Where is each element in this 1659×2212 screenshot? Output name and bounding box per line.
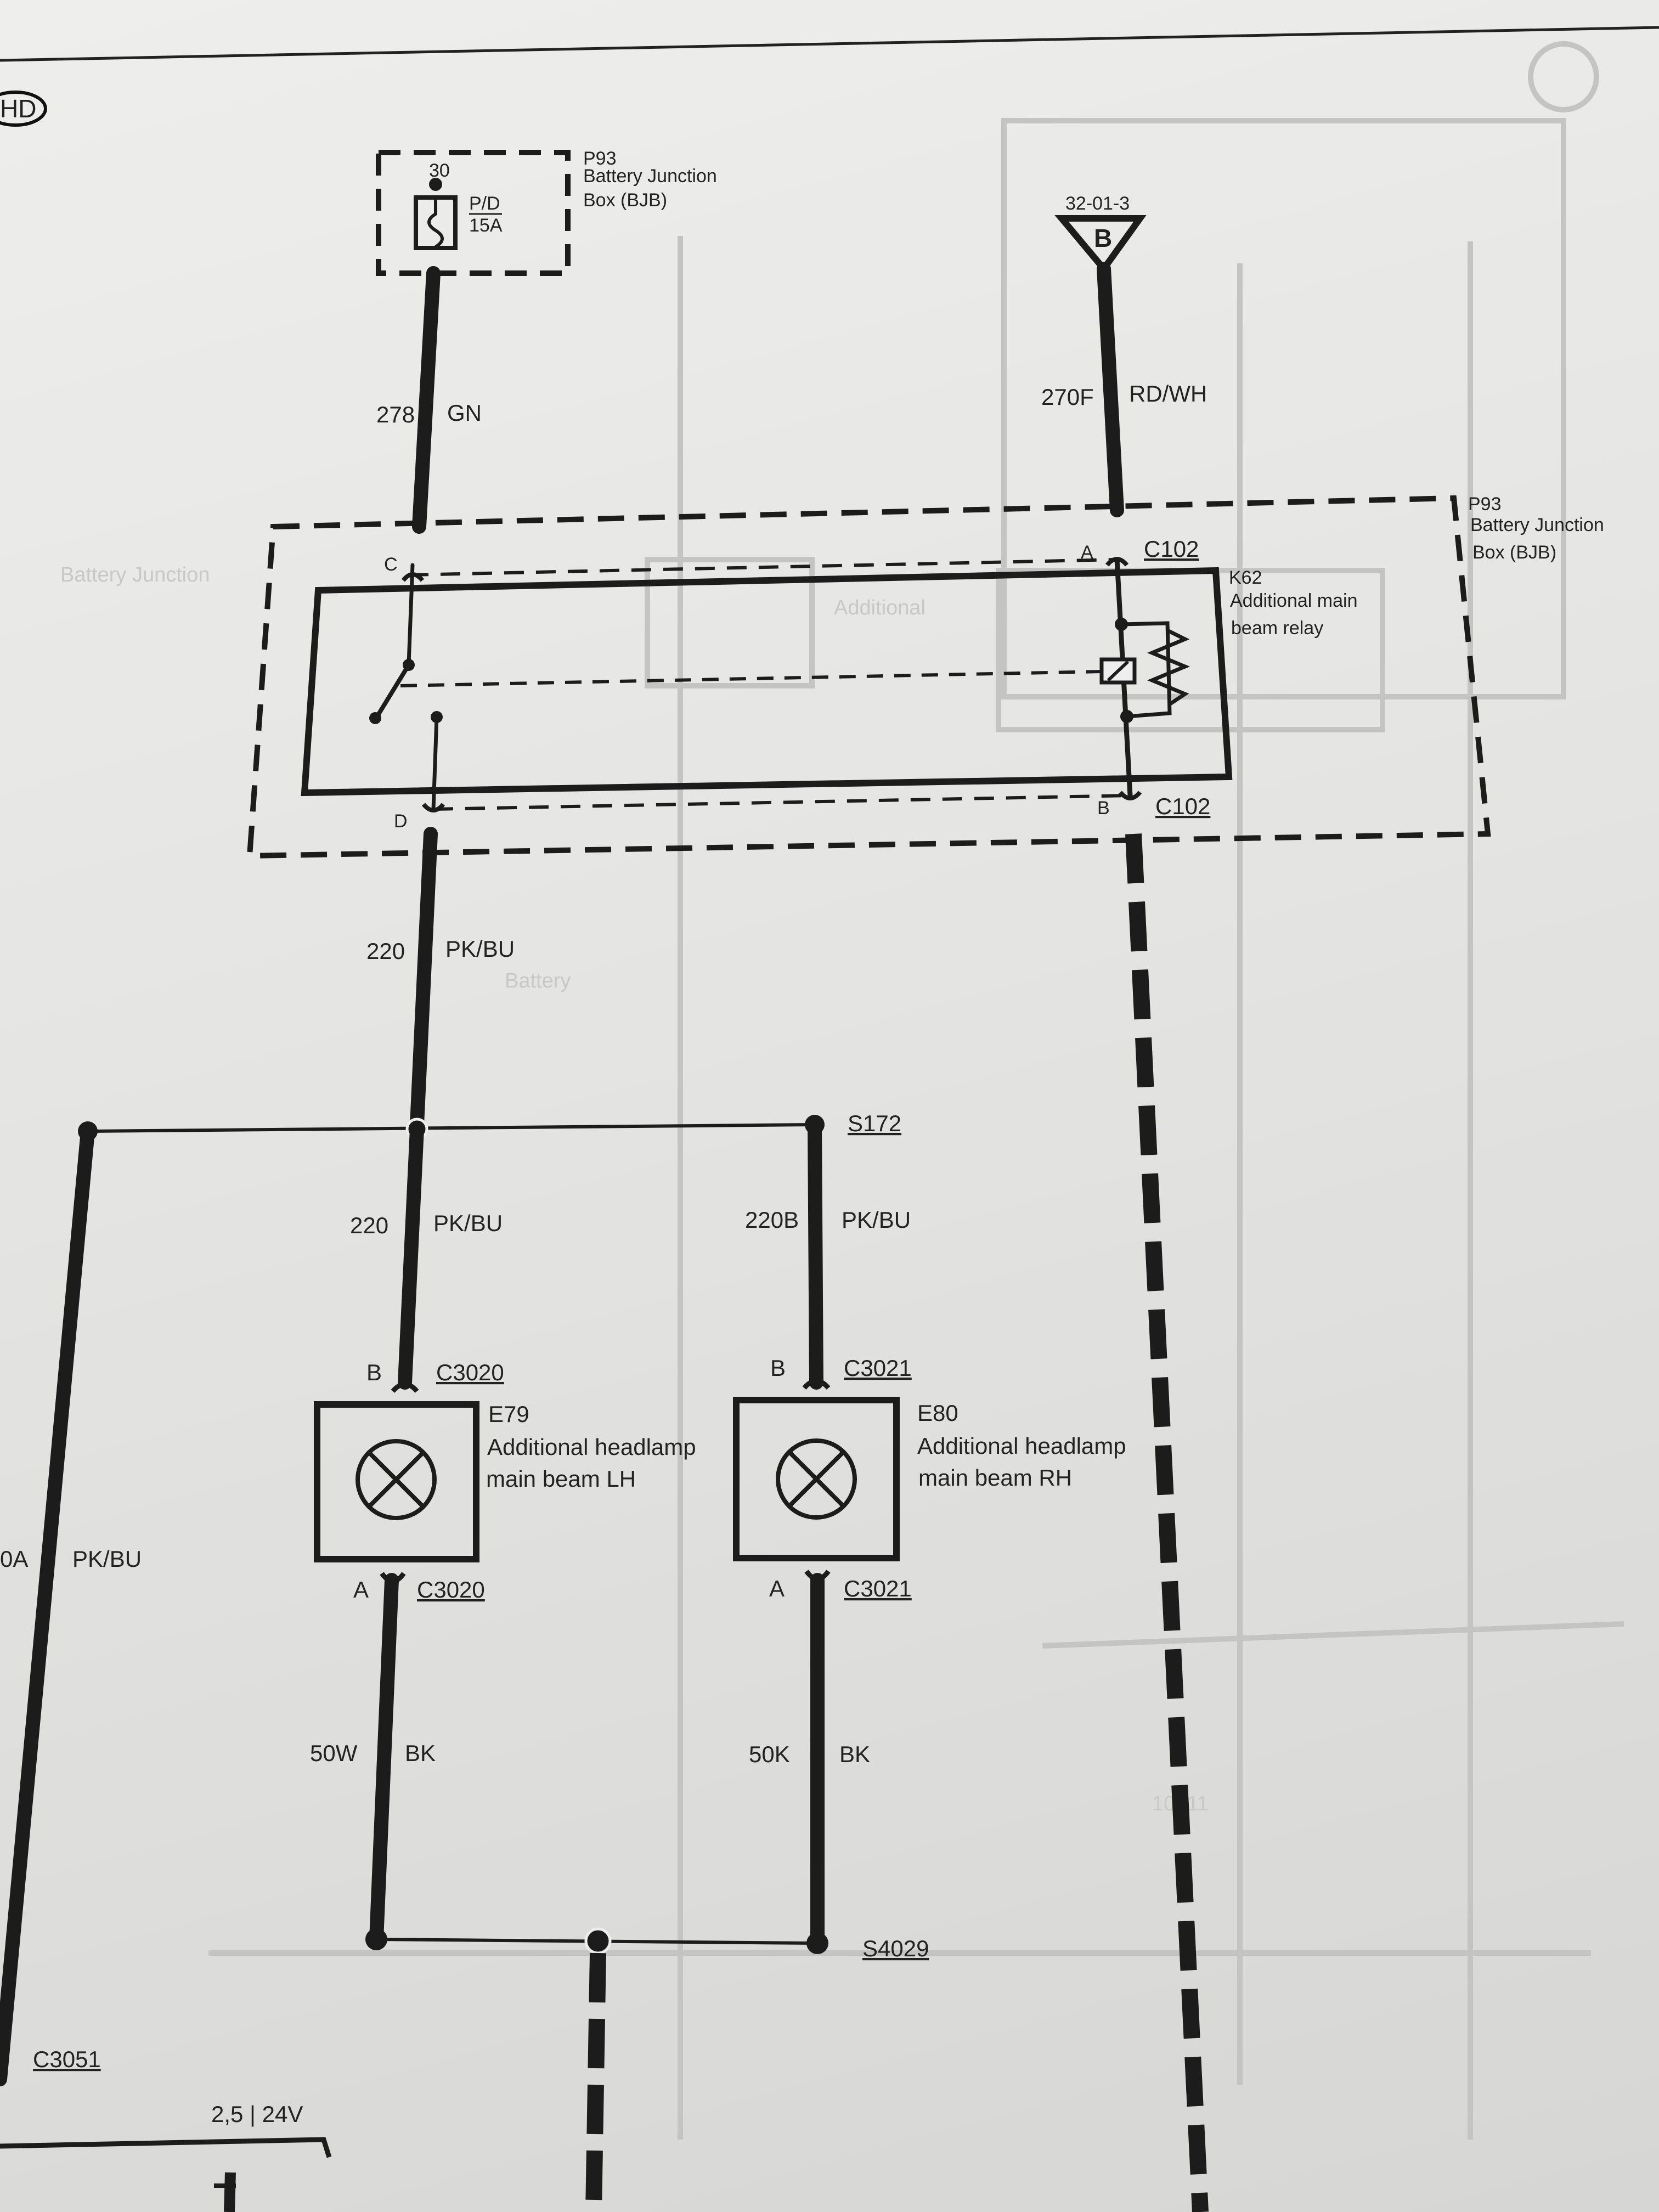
wire-220b-color: PK/BU — [842, 1207, 911, 1233]
lamp-lh-connector-bottom: C3020 — [417, 1577, 485, 1602]
svg-text:Battery Junction: Battery Junction — [60, 563, 210, 586]
lamp-rh-name-2: main beam RH — [918, 1465, 1072, 1491]
fuse-box-outline — [376, 150, 571, 276]
wire-right-dashed — [1125, 833, 1209, 2212]
wire-220-top-color: PK/BU — [445, 936, 515, 962]
bjb-right-name-2: Box (BJB) — [1472, 542, 1556, 563]
lamp-lh-pin-bottom: A — [353, 1577, 369, 1602]
lamp-lh-pin-top: B — [366, 1359, 382, 1385]
lamp-lh-ref: E79 — [488, 1401, 529, 1427]
wire-278 — [412, 266, 441, 534]
page-top-rule — [0, 26, 1659, 62]
ground-bus-dot-s4029 — [806, 1932, 828, 1954]
svg-text:Battery: Battery — [505, 969, 571, 992]
wire-220-top-circuit: 220 — [366, 938, 405, 964]
ground-letter: B — [1094, 224, 1112, 252]
fuse-element-icon — [427, 199, 444, 249]
lamp-rh-ref: E80 — [917, 1400, 958, 1426]
relay-coil-icon — [1147, 629, 1190, 707]
relay-connector-top: C102 — [1144, 536, 1199, 562]
wire-278-circuit: 278 — [376, 402, 415, 427]
ground-bus-dot-mid — [584, 1927, 612, 1955]
lamp-rh-name-1: Additional headlamp — [917, 1433, 1126, 1459]
wire-220-top — [410, 827, 438, 1132]
ground-triangle-icon — [1054, 215, 1147, 274]
wire-220b — [808, 1118, 823, 1390]
relay-outline — [301, 567, 1233, 797]
fuse-pin-label: 30 — [429, 160, 450, 181]
bleed-through: Battery Junction Additional Battery 1001… — [60, 41, 1624, 2140]
lamp-rh-pin-bottom: A — [769, 1576, 785, 1601]
relay-pin-a: A — [1081, 542, 1093, 563]
wire-50w-circuit: 50W — [310, 1740, 358, 1766]
wire-220b-circuit: 220B — [745, 1207, 799, 1233]
wire-220-mid-circuit: 220 — [350, 1212, 388, 1238]
lamp-rh-bulb-icon — [776, 1438, 857, 1520]
splice-s4029: S4029 — [862, 1936, 929, 1961]
bjb-right-ref: P93 — [1468, 494, 1502, 515]
relay-k62: C A C102 D B C102 K62 Additional main be… — [301, 536, 1357, 832]
wire-278-color: GN — [447, 400, 482, 426]
wire-50w — [369, 1573, 399, 1946]
wire-left-circuit: 0A — [0, 1546, 28, 1572]
lamp-rh-e80: B C3021 A C3021 E80 Additional headlamp … — [733, 1355, 1126, 1601]
fuse-box-ref: P93 — [583, 148, 617, 169]
relay-switch-icon — [375, 663, 411, 718]
wire-left — [0, 1124, 95, 2086]
ground-bus-dot-left — [365, 1928, 387, 1950]
relay-pin-c: C — [384, 554, 398, 575]
splice-bus — [87, 1123, 815, 1133]
relay-name-2: beam relay — [1231, 618, 1323, 639]
relay-ref: K62 — [1229, 567, 1262, 588]
lamp-lh-bulb-icon — [356, 1439, 437, 1520]
rating-label: 2,5 | 24V — [211, 2101, 303, 2127]
fuse-name: P/D — [469, 193, 500, 214]
svg-text:Additional: Additional — [834, 596, 926, 619]
splice-s172: S172 — [848, 1110, 901, 1136]
wire-left-color: PK/BU — [72, 1546, 142, 1572]
fuse-rating: 15A — [469, 215, 503, 236]
hd-logo-badge — [0, 91, 47, 127]
fuse-icon — [414, 195, 458, 250]
relay-pin-d: D — [394, 811, 408, 832]
fuse-box-top: 30 P/D 15A P93 Battery Junction Box (BJB… — [376, 148, 717, 276]
fuse-pin-dot — [429, 178, 442, 191]
ground-ref: 32-01-3 — [1065, 193, 1130, 214]
lamp-rh-connector-bottom: C3021 — [844, 1576, 912, 1601]
lamp-rh-pin-top: B — [770, 1355, 786, 1381]
wire-220-mid-color: PK/BU — [433, 1210, 503, 1236]
lamp-rh-outline — [733, 1397, 900, 1561]
relay-name-1: Additional main — [1230, 590, 1357, 611]
wire-50w-color: BK — [405, 1740, 436, 1766]
wire-ground-dashed — [585, 1953, 606, 2212]
wire-50k-color: BK — [839, 1741, 870, 1767]
bjb-right-name-1: Battery Junction — [1470, 515, 1604, 535]
relay-connector-bottom: C102 — [1155, 793, 1210, 819]
ground-symbol: 32-01-3 B — [1054, 193, 1147, 274]
lamp-lh-e79: B C3020 A C3020 E79 Additional headlamp … — [314, 1359, 696, 1602]
relay-pin-b: B — [1097, 798, 1110, 819]
fuse-box-name-1: Battery Junction — [583, 166, 717, 187]
lamp-rh-connector-top: C3021 — [844, 1355, 912, 1381]
wire-270f-circuit: 270F — [1041, 384, 1094, 410]
bjb-right-outline — [246, 495, 1491, 859]
wire-270f — [1097, 262, 1124, 517]
lamp-lh-outline — [314, 1401, 479, 1562]
lamp-lh-name-1: Additional headlamp — [487, 1434, 696, 1460]
wire-220-mid — [398, 1122, 424, 1390]
lamp-lh-connector-top: C3020 — [436, 1359, 504, 1385]
hd-logo-text: HD — [0, 94, 36, 123]
connector-c3051: C3051 — [33, 2046, 101, 2072]
wire-50k-circuit: 50K — [749, 1741, 790, 1767]
lamp-lh-name-2: main beam LH — [486, 1466, 636, 1492]
wire-270f-color: RD/WH — [1129, 381, 1207, 407]
fuse-box-name-2: Box (BJB) — [583, 190, 667, 211]
